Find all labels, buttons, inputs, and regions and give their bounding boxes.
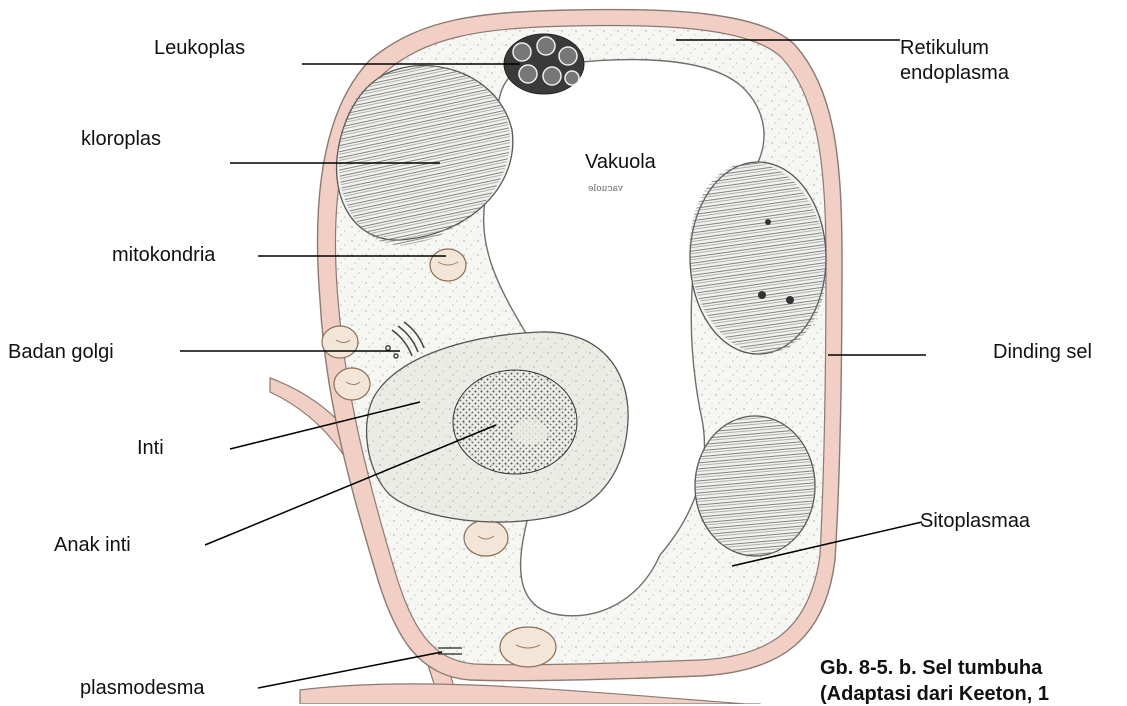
label-leukoplas: Leukoplas: [154, 37, 245, 60]
label-mitokondria: mitokondria: [112, 244, 215, 267]
label-retikulum-line2: endoplasma: [900, 62, 1009, 85]
figure-caption-line2: (Adaptasi dari Keeton, 1: [820, 682, 1049, 706]
label-vakuola: Vakuola: [585, 151, 656, 174]
label-sitoplasma: Sitoplasmaa: [920, 510, 1030, 533]
label-retikulum-line1: Retikulum: [900, 37, 989, 60]
nucleolus: [453, 370, 577, 474]
vacuole-mirror-text: vacuole: [588, 184, 623, 194]
label-dinding-sel: Dinding sel: [993, 341, 1092, 364]
label-inti: Inti: [137, 437, 164, 460]
label-kloroplas: kloroplas: [81, 128, 161, 151]
label-anak-inti: Anak inti: [54, 534, 131, 557]
label-badan-golgi: Badan golgi: [8, 341, 114, 364]
figure-caption-line1: Gb. 8-5. b. Sel tumbuha: [820, 656, 1042, 680]
label-plasmodesma: plasmodesma: [80, 677, 205, 700]
